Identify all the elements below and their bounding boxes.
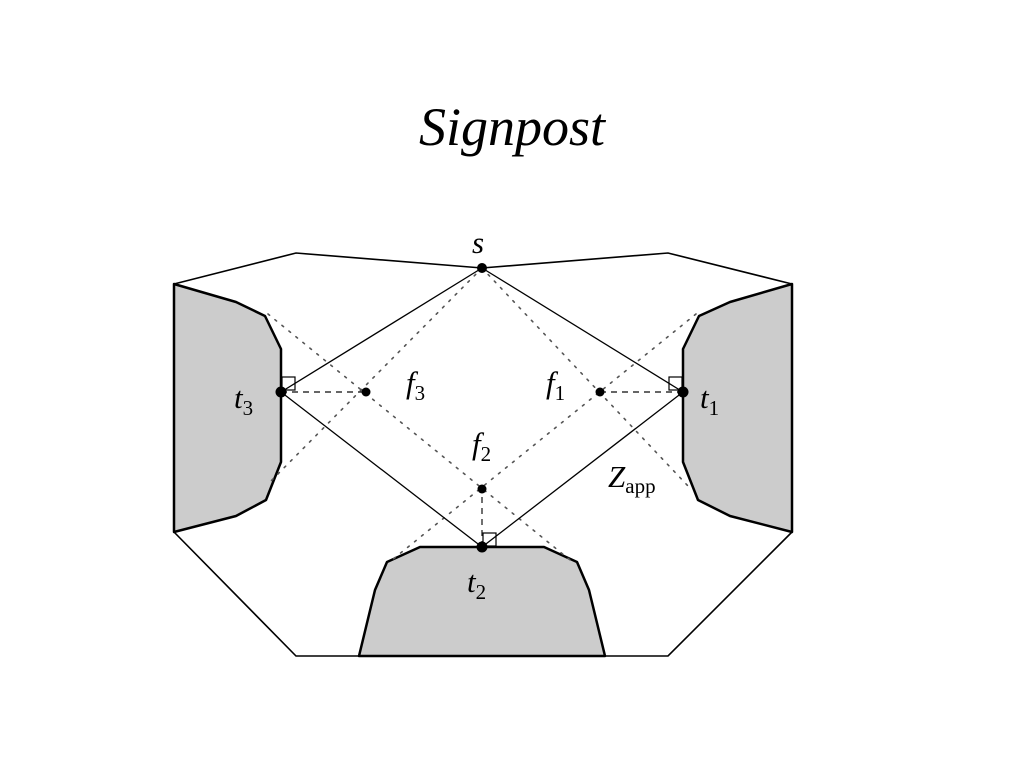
- edge-t3-t2: [280, 391, 483, 548]
- point-f2: [477, 484, 487, 494]
- right-angle-marker-t2: [482, 532, 497, 547]
- label-t2: t2: [467, 564, 486, 604]
- outer-boundary-bottom-right: [605, 531, 793, 657]
- slide-title: Signpost: [418, 97, 606, 157]
- point-t1: [677, 386, 689, 398]
- bottom-obstacle: [357, 545, 607, 658]
- diamond-edges: [280, 267, 684, 548]
- label-t3: t3: [234, 380, 253, 420]
- dotted-line-left-to-bottom: [267, 313, 571, 561]
- point-t3: [275, 386, 287, 398]
- right-obstacle: [681, 282, 794, 534]
- right-angle-marker-t1: [668, 376, 683, 391]
- label-s: s: [472, 225, 484, 260]
- label-t1: t1: [700, 380, 719, 420]
- edge-s-t1: [481, 267, 684, 393]
- dotted-diagonals: [267, 267, 697, 561]
- point-f3: [361, 387, 371, 397]
- edge-t1-t2: [481, 391, 684, 548]
- label-f3: f3: [406, 365, 425, 405]
- label-z-app: Zapp: [608, 459, 656, 498]
- label-f2: f2: [472, 426, 491, 466]
- right-angle-marker-t3: [281, 376, 296, 391]
- dotted-line-right-to-bottom: [391, 313, 697, 561]
- point-f1: [595, 387, 605, 397]
- point-t2: [476, 541, 488, 553]
- left-obstacle: [172, 282, 283, 534]
- dotted-line-s-to-f1: [481, 267, 689, 487]
- outer-boundary-bottom-left: [173, 531, 359, 657]
- dashed-perpendiculars: [281, 391, 683, 547]
- point-s: [477, 263, 487, 273]
- dotted-line-s-to-f3: [267, 267, 483, 485]
- edge-s-t3: [280, 267, 483, 393]
- label-f1: f1: [546, 365, 565, 405]
